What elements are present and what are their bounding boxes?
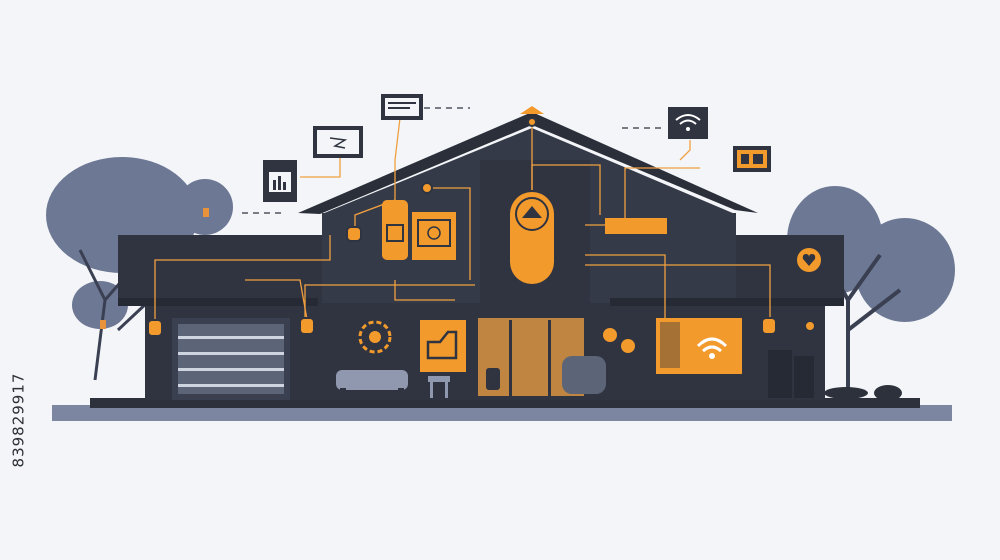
sensor-nodes [147,117,816,337]
image-id-label: 839829917 [4,320,32,520]
bar-chart-icon [263,160,297,202]
calendar-icon [733,146,771,172]
roof [298,112,758,214]
appliance [562,356,606,394]
heart-icon [783,240,835,280]
eave-left [118,298,318,306]
roof-peak [520,106,544,114]
ground [52,405,952,421]
ground-base [90,398,920,408]
smart-speaker-icon [420,320,466,372]
router-icon [656,318,742,374]
sofa [336,370,408,396]
eave-right [610,298,844,306]
document-icon [381,94,423,120]
cabinets [768,350,814,398]
status-bar [605,218,667,234]
smart-lock-panel [382,200,408,260]
chair [428,376,450,398]
dashed-lines [242,107,665,214]
home-assistant-icon [510,192,554,284]
garage-door [172,318,290,400]
wifi-icon [668,107,708,139]
small-indicators [603,328,635,353]
tablet-panel [412,212,456,260]
gear-icon [358,320,392,354]
monitor-icon [313,126,363,158]
image-id-text: 839829917 [9,372,27,468]
